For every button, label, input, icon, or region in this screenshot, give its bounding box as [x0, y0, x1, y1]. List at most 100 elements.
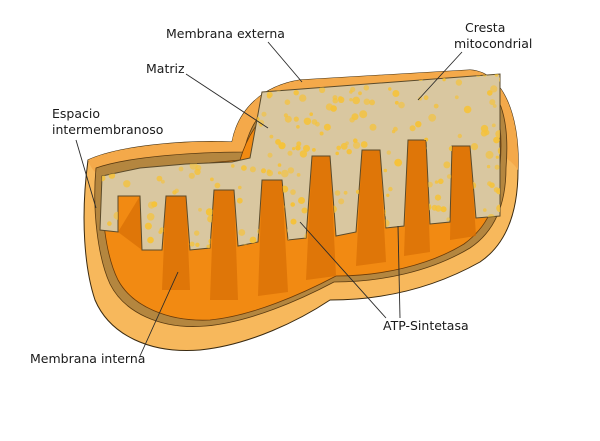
matrix-granule [269, 134, 274, 139]
matrix-granule [463, 105, 472, 114]
matrix-granule [128, 91, 133, 96]
matrix-granule [145, 105, 151, 111]
matrix-granule [299, 150, 308, 158]
matrix-granule [334, 190, 341, 196]
crista-shade-1 [118, 196, 142, 250]
label-crista: Cresta mitocondrial [417, 20, 532, 101]
matrix-granule [495, 155, 499, 159]
label-inner-membrane: Membrana interna [30, 271, 179, 366]
crista-shade-7 [404, 140, 430, 256]
intermembrane-label-line2: intermembranoso [52, 122, 163, 137]
matrix-granule [277, 171, 282, 175]
matrix-granule [266, 94, 272, 99]
matrix-granule [106, 98, 114, 106]
matrix-granule [428, 113, 437, 122]
matrix-granule [360, 141, 368, 148]
matrix-granule [346, 149, 352, 155]
matrix-granule [349, 98, 353, 102]
matrix-granule [287, 167, 295, 174]
matrix-granule [290, 218, 297, 225]
matrix-granule [383, 168, 388, 173]
matrix-granule [392, 90, 400, 97]
matrix-granule [345, 141, 349, 145]
matrix-granule [287, 150, 293, 156]
matrix-granule [438, 178, 444, 185]
matrix-granule [209, 79, 217, 86]
matrix-granule [338, 198, 345, 205]
crista-shade-6 [356, 150, 386, 266]
matrix-granule [369, 99, 375, 106]
matrix-granule [494, 164, 500, 170]
matrix-granule [494, 74, 499, 77]
matrix-granule [103, 76, 109, 82]
matrix-granule [312, 148, 316, 152]
matrix-granule [156, 175, 163, 182]
matrix-granule [161, 179, 165, 184]
matrix-granule [442, 77, 446, 82]
matrix-granule [290, 189, 296, 195]
matrix-granule [154, 101, 159, 106]
matrix-granule [147, 236, 154, 244]
matrix-granule [152, 111, 158, 118]
matrix-granule [359, 110, 368, 119]
matrix-granule [231, 164, 235, 168]
matrix-granule [418, 96, 423, 101]
matrix-granule [135, 108, 143, 116]
matrix-granule [108, 110, 117, 118]
matrix-granule [398, 101, 405, 109]
matrix-granule [415, 121, 422, 128]
matrix-granule [319, 86, 326, 94]
matrix-granule [251, 87, 257, 94]
matrix-granule [351, 113, 359, 121]
matrix-granule [490, 85, 498, 93]
crista-shade-3 [210, 190, 238, 300]
matrix-granule [205, 208, 214, 216]
matrix-granule [303, 117, 312, 126]
matrix-granule [353, 141, 361, 149]
matrix-granule [198, 207, 202, 212]
crista-label-line2: mitocondrial [454, 36, 532, 51]
matrix-granule [480, 130, 488, 137]
matrix-granule [131, 97, 136, 102]
matrix-granule [435, 205, 442, 212]
matrix-granule [261, 168, 266, 174]
matrix-granule [188, 172, 195, 179]
matrix-granule [210, 177, 214, 182]
matrix-granule [266, 74, 273, 80]
matrix-granule [434, 180, 439, 184]
crista-shade-5 [306, 156, 336, 280]
matrix-granule [126, 101, 131, 105]
matrix-granule [386, 193, 390, 197]
cristae-group [99, 73, 502, 321]
matrix-granule [492, 104, 497, 108]
matrix-granule [284, 115, 292, 123]
matrix-granule [394, 100, 399, 105]
matrix-granule [489, 99, 496, 106]
matrix-granule [194, 230, 200, 236]
matrix-granule [206, 102, 214, 111]
matrix-granule [409, 125, 416, 132]
matrix-granule [457, 133, 462, 139]
matrix-granule [232, 77, 236, 81]
matrix-granule [144, 111, 149, 116]
matrix-granule [107, 221, 112, 226]
matrix-granule [493, 187, 500, 193]
matrix-granule [487, 90, 493, 96]
inner-membrane-leader [139, 271, 179, 357]
matrix-granule [358, 91, 362, 96]
matrix-leader [185, 73, 269, 129]
crista-shade-8 [450, 146, 476, 240]
matrix-granule [427, 181, 433, 188]
atp-synthase-leader-1 [299, 221, 387, 319]
matrix-granule [261, 111, 267, 117]
matrix-granule [485, 150, 494, 159]
matrix-granule [278, 142, 286, 150]
matrix-granule [446, 174, 452, 179]
label-atp-synthase: ATP-Sintetasa [299, 221, 469, 333]
matrix-granule [388, 186, 393, 192]
matrix-granule [483, 208, 487, 212]
matrix-granule [238, 75, 244, 80]
matrix-granule [118, 137, 124, 144]
